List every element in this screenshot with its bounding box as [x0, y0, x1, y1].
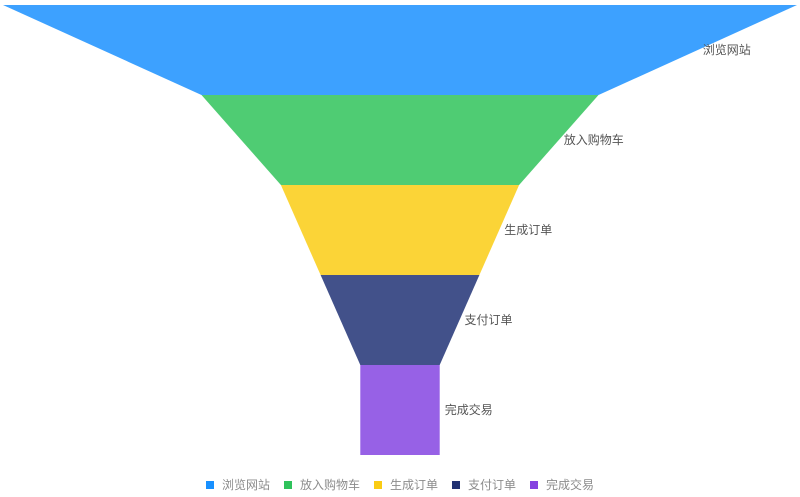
segment-label: 完成交易: [445, 402, 493, 417]
legend-swatch-icon: [283, 480, 292, 489]
legend-swatch-icon: [205, 480, 214, 489]
legend-item[interactable]: 放入购物车: [283, 476, 360, 493]
legend-label: 支付订单: [468, 478, 517, 492]
legend-label: 放入购物车: [299, 478, 360, 492]
legend-item[interactable]: 浏览网站: [205, 476, 270, 493]
legend-item[interactable]: 完成交易: [530, 476, 594, 493]
legend-label: 浏览网站: [221, 478, 270, 492]
legend-swatch-icon: [530, 480, 539, 489]
legend-label: 生成订单: [389, 478, 438, 492]
legend-label: 完成交易: [546, 478, 595, 492]
legend-swatch-icon: [373, 480, 382, 489]
legend-swatch-icon: [452, 480, 460, 489]
legend-item[interactable]: 支付订单: [452, 476, 516, 493]
segment-label: 浏览网站: [703, 42, 751, 57]
legend-item[interactable]: 生成订单: [373, 476, 438, 493]
funnel-segment[interactable]: [3, 5, 797, 95]
segment-label: 支付订单: [465, 313, 513, 327]
funnel-segment[interactable]: [280, 185, 520, 275]
funnel-segment[interactable]: [201, 95, 599, 185]
segment-label: 生成订单: [504, 223, 552, 237]
funnel-segment[interactable]: [320, 275, 480, 365]
funnel-segment[interactable]: [360, 365, 440, 455]
segment-label: 放入购物车: [564, 132, 624, 147]
legend: 浏览网站 放入购物车 生成订单 支付订单 完成交易: [0, 476, 800, 493]
